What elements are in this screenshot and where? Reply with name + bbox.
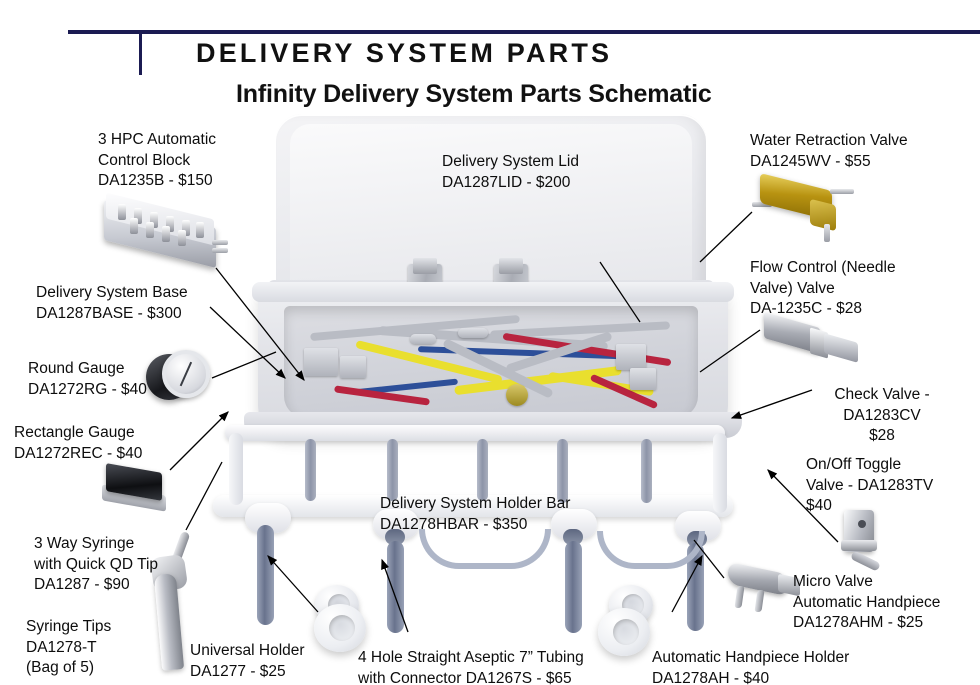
label-toggle-valve: On/Off Toggle Valve - DA1283TV $40 (806, 455, 978, 517)
label-line: Water Retraction Valve (750, 132, 908, 149)
lid-panel (276, 114, 706, 292)
handpiece-connector-3 (563, 529, 583, 545)
holder-bar-top-rail (225, 425, 725, 441)
round-gauge-photo (146, 348, 212, 408)
label-line: 3 Way Syringe (34, 535, 135, 552)
label-universal-holder: Universal Holder DA1277 - $25 (190, 641, 340, 682)
label-line: Delivery System Holder Bar (380, 495, 571, 512)
label-line: Micro Valve (793, 573, 873, 590)
base-rim (252, 282, 734, 302)
label-line: DA1278HBAR - $350 (380, 515, 528, 533)
holder-bar-leg-1 (305, 439, 316, 501)
label-line: Universal Holder (190, 642, 305, 659)
automatic-handpiece-holder-cup-photo (598, 608, 650, 656)
label-line: DA1277 - $25 (190, 662, 286, 680)
label-hpc-control-block: 3 HPC Automatic Control Block DA1235B - … (98, 130, 248, 192)
handpiece-connector-2 (385, 529, 405, 545)
label-line: with Quick QD Tip (34, 555, 159, 573)
label-line: 3 HPC Automatic (98, 131, 217, 148)
toggle-valve-photo (836, 508, 892, 572)
label-check-valve: Check Valve - DA1283CV $28 (796, 385, 968, 447)
page-title: DELIVERY SYSTEM PARTS (196, 38, 613, 68)
label-line: Control Block (98, 151, 191, 169)
label-round-gauge: Round Gauge DA1272RG - $40 (28, 359, 168, 400)
label-line: DA1283CV (843, 406, 921, 424)
header-tick (139, 30, 142, 75)
label-line: Automatic Handpiece (793, 593, 941, 611)
hpc-control-block-photo (100, 192, 228, 268)
label-flow-control-valve: Flow Control (Needle Valve) Valve DA-123… (750, 258, 970, 320)
label-line: DA1287 - $90 (34, 576, 130, 593)
header-rule (68, 30, 980, 34)
label-line: Delivery System Lid (442, 153, 579, 170)
label-line: DA1245WV - $55 (750, 152, 871, 170)
label-water-retraction-valve: Water Retraction Valve DA1245WV - $55 (750, 131, 970, 172)
handpiece-tube-1 (257, 525, 274, 625)
label-delivery-system-base: Delivery System Base DA1287BASE - $300 (36, 283, 222, 324)
label-automatic-handpiece-holder: Automatic Handpiece Holder DA1278AH - $4… (652, 648, 912, 685)
label-line: DA-1235C - $28 (750, 300, 863, 317)
label-line: Valve - DA1283TV (806, 476, 934, 494)
holder-bar-leg-4 (557, 439, 568, 503)
holder-bar-left-post (229, 433, 243, 505)
water-retraction-valve-photo (752, 172, 862, 246)
label-line: DA1278AH - $40 (652, 669, 770, 685)
universal-holder-cup-photo (314, 604, 366, 652)
label-line: DA1235B - $150 (98, 172, 213, 189)
label-line: DA1278-T (26, 638, 97, 656)
holder-bar-leg-3 (477, 439, 488, 501)
label-line: with Connector DA1267S - $65 (358, 669, 572, 685)
delivery-system-unit-photo (244, 112, 742, 457)
label-delivery-system-lid: Delivery System Lid DA1287LID - $200 (442, 152, 642, 193)
page-subtitle: Infinity Delivery System Parts Schematic (236, 80, 712, 108)
label-micro-valve: Micro Valve Automatic Handpiece DA1278AH… (793, 572, 980, 634)
holder-bar-leg-5 (641, 439, 652, 503)
label-line: Round Gauge (28, 360, 125, 377)
handpiece-tube-3 (565, 541, 582, 633)
label-syringe-tips: Syringe Tips DA1278-T (Bag of 5) (26, 617, 156, 679)
holder-bar-front-rail (213, 495, 733, 517)
label-line: DA1287BASE - $300 (36, 304, 182, 322)
label-line: Valve) Valve (750, 279, 835, 297)
label-line: Flow Control (Needle (750, 259, 896, 276)
holder-bar-leg-2 (387, 439, 398, 501)
label-three-way-syringe: 3 Way Syringe with Quick QD Tip DA1287 -… (34, 534, 194, 596)
label-line: Rectangle Gauge (14, 424, 135, 441)
label-line: DA1272RG - $40 (28, 380, 147, 398)
label-line: Check Valve - (834, 386, 930, 403)
label-line: On/Off Toggle (806, 456, 902, 473)
label-line: DA1278AHM - $25 (793, 614, 924, 631)
label-rectangle-gauge: Rectangle Gauge DA1272REC - $40 (14, 423, 184, 464)
holder-bar-right-post (713, 433, 727, 513)
label-line: Syringe Tips (26, 618, 112, 635)
label-line: (Bag of 5) (26, 659, 95, 676)
label-line: Automatic Handpiece Holder (652, 649, 850, 666)
label-line: DA1272REC - $40 (14, 444, 143, 462)
label-line: 4 Hole Straight Aseptic 7” Tubing (358, 649, 584, 666)
label-line: $40 (806, 497, 832, 514)
label-line: Delivery System Base (36, 284, 188, 301)
label-aseptic-tubing: 4 Hole Straight Aseptic 7” Tubing with C… (358, 648, 618, 685)
label-line: $28 (869, 427, 895, 444)
label-holder-bar: Delivery System Holder Bar DA1278HBAR - … (380, 494, 620, 535)
label-line: DA1287LID - $200 (442, 173, 571, 191)
